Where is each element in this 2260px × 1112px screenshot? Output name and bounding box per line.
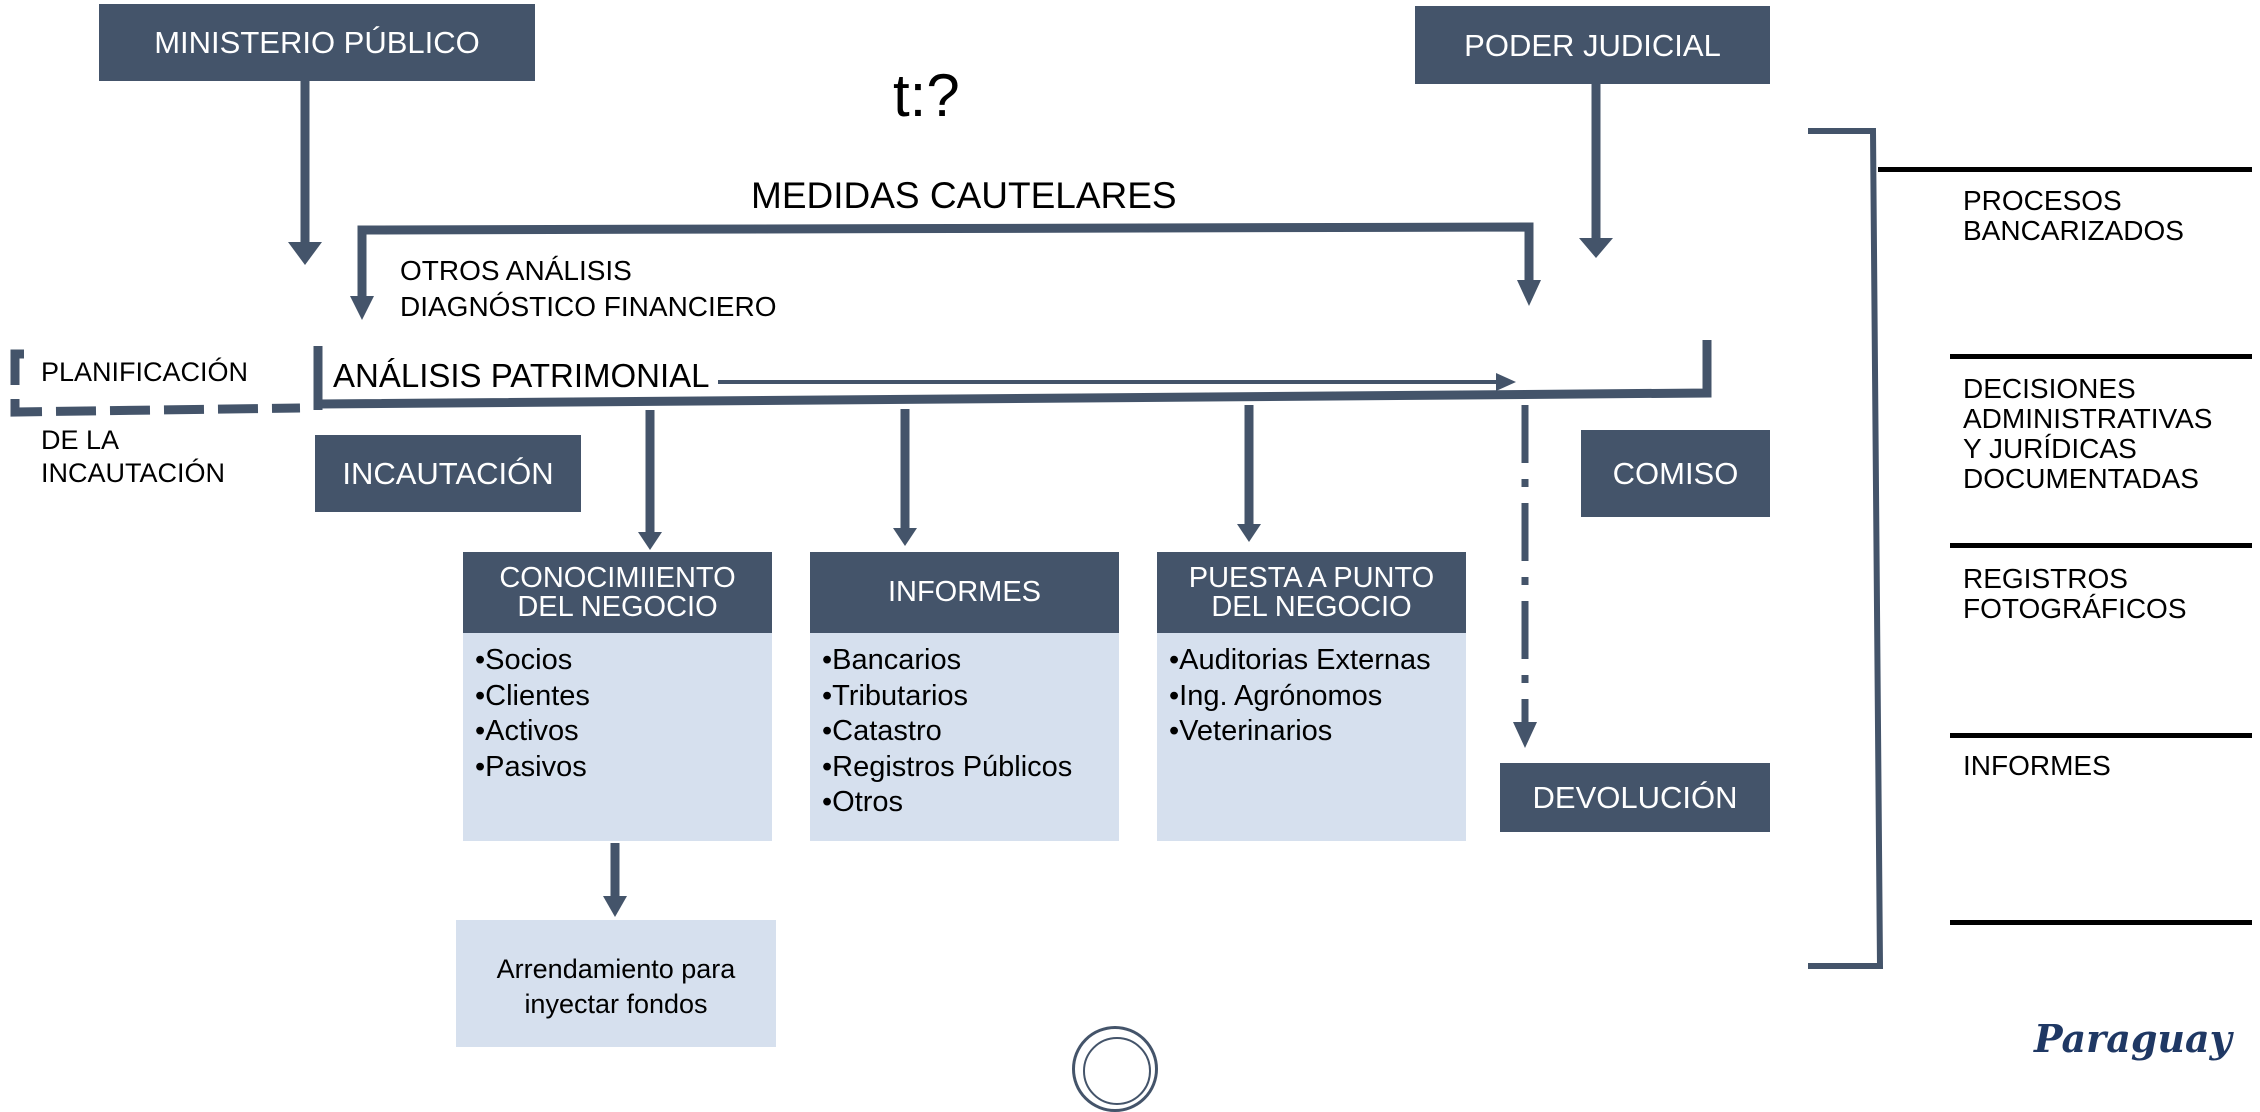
analisis-patrimonial-label: ANÁLISIS PATRIMONIAL bbox=[333, 357, 710, 394]
list-item: •Clientes bbox=[475, 679, 590, 712]
list-item: •Activos bbox=[475, 715, 579, 747]
planificacion-line2: DE LA bbox=[41, 425, 120, 455]
incautacion-box: INCAUTACIÓN bbox=[315, 435, 581, 512]
arrowhead-devolucion bbox=[1513, 722, 1537, 748]
medidas-cautelares-connector bbox=[357, 222, 1534, 298]
list-item: •Tributarios bbox=[822, 679, 969, 712]
list-item: •Veterinarios bbox=[1169, 715, 1333, 747]
right-item-line: DOCUMENTADAS bbox=[1963, 463, 2199, 494]
arrowhead-medidas-left bbox=[350, 296, 374, 320]
arrowhead-puesta bbox=[1237, 524, 1261, 542]
incautacion-label: INCAUTACIÓN bbox=[342, 456, 554, 491]
medidas-cautelares-label: MEDIDAS CAUTELARES bbox=[751, 175, 1177, 216]
arrendamiento-line2: inyectar fondos bbox=[524, 989, 708, 1019]
planificacion-label-bottom: DE LA INCAUTACIÓN bbox=[41, 424, 225, 490]
right-divider bbox=[1950, 920, 2252, 925]
comiso-box: COMISO bbox=[1581, 430, 1770, 517]
right-bracket bbox=[1808, 128, 1884, 969]
right-item-line: FOTOGRÁFICOS bbox=[1963, 593, 2187, 624]
right-item-line: INFORMES bbox=[1963, 750, 2111, 781]
right-divider bbox=[1950, 543, 2252, 548]
arrowhead-medidas-right bbox=[1517, 280, 1541, 306]
devolucion-box: DEVOLUCIÓN bbox=[1500, 763, 1770, 832]
devolucion-label: DEVOLUCIÓN bbox=[1532, 780, 1738, 815]
arrowhead-arrendamiento bbox=[603, 896, 627, 917]
right-item-line: Y JURÍDICAS bbox=[1963, 433, 2137, 464]
arrendamiento-line1: Arrendamiento para bbox=[496, 954, 736, 984]
puesta-title-line2: DEL NEGOCIO bbox=[1211, 590, 1412, 623]
planificacion-line3: INCAUTACIÓN bbox=[41, 458, 226, 488]
right-item-procesos: PROCESOS BANCARIZADOS bbox=[1963, 186, 2184, 246]
poder-judicial-box: PODER JUDICIAL bbox=[1415, 6, 1770, 84]
informes-header: INFORMES bbox=[810, 552, 1119, 633]
arrendamiento-box: Arrendamiento para inyectar fondos bbox=[456, 920, 776, 1047]
right-divider bbox=[1878, 167, 2252, 172]
comiso-label: COMISO bbox=[1612, 456, 1739, 491]
right-item-informes: INFORMES bbox=[1963, 751, 2111, 781]
list-item: •Catastro bbox=[822, 715, 942, 747]
right-divider bbox=[1950, 733, 2252, 738]
list-item: •Auditorias Externas bbox=[1169, 644, 1431, 676]
arrowhead-informes bbox=[893, 528, 917, 546]
main-bar bbox=[317, 340, 1712, 409]
seal-icon bbox=[1072, 1026, 1158, 1112]
conocimiento-panel: •Socios •Clientes •Activos •Pasivos bbox=[463, 633, 772, 841]
list-item: •Socios bbox=[475, 644, 573, 676]
brand-logo: Paraguay bbox=[2034, 1016, 2232, 1061]
list-item: •Otros bbox=[822, 786, 904, 818]
right-item-registros: REGISTROS FOTOGRÁFICOS bbox=[1963, 564, 2187, 624]
list-item: •Pasivos bbox=[475, 750, 587, 783]
conocimiento-title-line2: DEL NEGOCIO bbox=[517, 590, 718, 623]
list-item: •Registros Públicos bbox=[822, 750, 1073, 783]
right-item-decisiones: DECISIONES ADMINISTRATIVAS Y JURÍDICAS D… bbox=[1963, 374, 2212, 494]
otros-analisis-label: OTROS ANÁLISIS DIAGNÓSTICO FINANCIERO bbox=[400, 253, 776, 325]
informes-panel: •Bancarios •Tributarios •Catastro •Regis… bbox=[810, 633, 1119, 841]
puesta-panel: •Auditorias Externas •Ing. Agrónomos •Ve… bbox=[1157, 633, 1466, 841]
list-item: •Bancarios bbox=[822, 644, 962, 676]
arrowhead-judicial bbox=[1579, 238, 1613, 258]
arrowhead-conocimiento bbox=[638, 532, 662, 550]
right-item-line: REGISTROS bbox=[1963, 563, 2128, 594]
right-item-line: DECISIONES bbox=[1963, 373, 2136, 404]
planificacion-label-top: PLANIFICACIÓN bbox=[41, 357, 249, 387]
conocimiento-title-line1: CONOCIMIIENTO bbox=[499, 561, 736, 594]
otros-analisis-line2: DIAGNÓSTICO FINANCIERO bbox=[400, 291, 777, 322]
planificacion-dashed-line bbox=[10, 349, 301, 417]
connector-lines bbox=[10, 80, 1884, 969]
poder-judicial-label: PODER JUDICIAL bbox=[1464, 27, 1721, 63]
right-item-line: PROCESOS bbox=[1963, 185, 2122, 216]
right-divider bbox=[1950, 354, 2252, 359]
ministerio-publico-box: MINISTERIO PÚBLICO bbox=[99, 4, 535, 81]
informes-title: INFORMES bbox=[887, 576, 1042, 608]
right-item-line: BANCARIZADOS bbox=[1963, 215, 2184, 246]
right-item-line: ADMINISTRATIVAS bbox=[1963, 403, 2213, 434]
puesta-title-line1: PUESTA A PUNTO bbox=[1188, 561, 1435, 594]
otros-analisis-line1: OTROS ANÁLISIS bbox=[400, 255, 632, 286]
list-item: •Ing. Agrónomos bbox=[1169, 679, 1383, 712]
ministerio-publico-label: MINISTERIO PÚBLICO bbox=[154, 25, 480, 60]
conocimiento-header: CONOCIMIIENTO DEL NEGOCIO bbox=[463, 552, 772, 633]
arrowhead-ministerio bbox=[288, 242, 322, 265]
puesta-header: PUESTA A PUNTO DEL NEGOCIO bbox=[1157, 552, 1466, 633]
arrowhead-analisis bbox=[1496, 373, 1516, 391]
tq-label: t:? bbox=[893, 62, 960, 129]
